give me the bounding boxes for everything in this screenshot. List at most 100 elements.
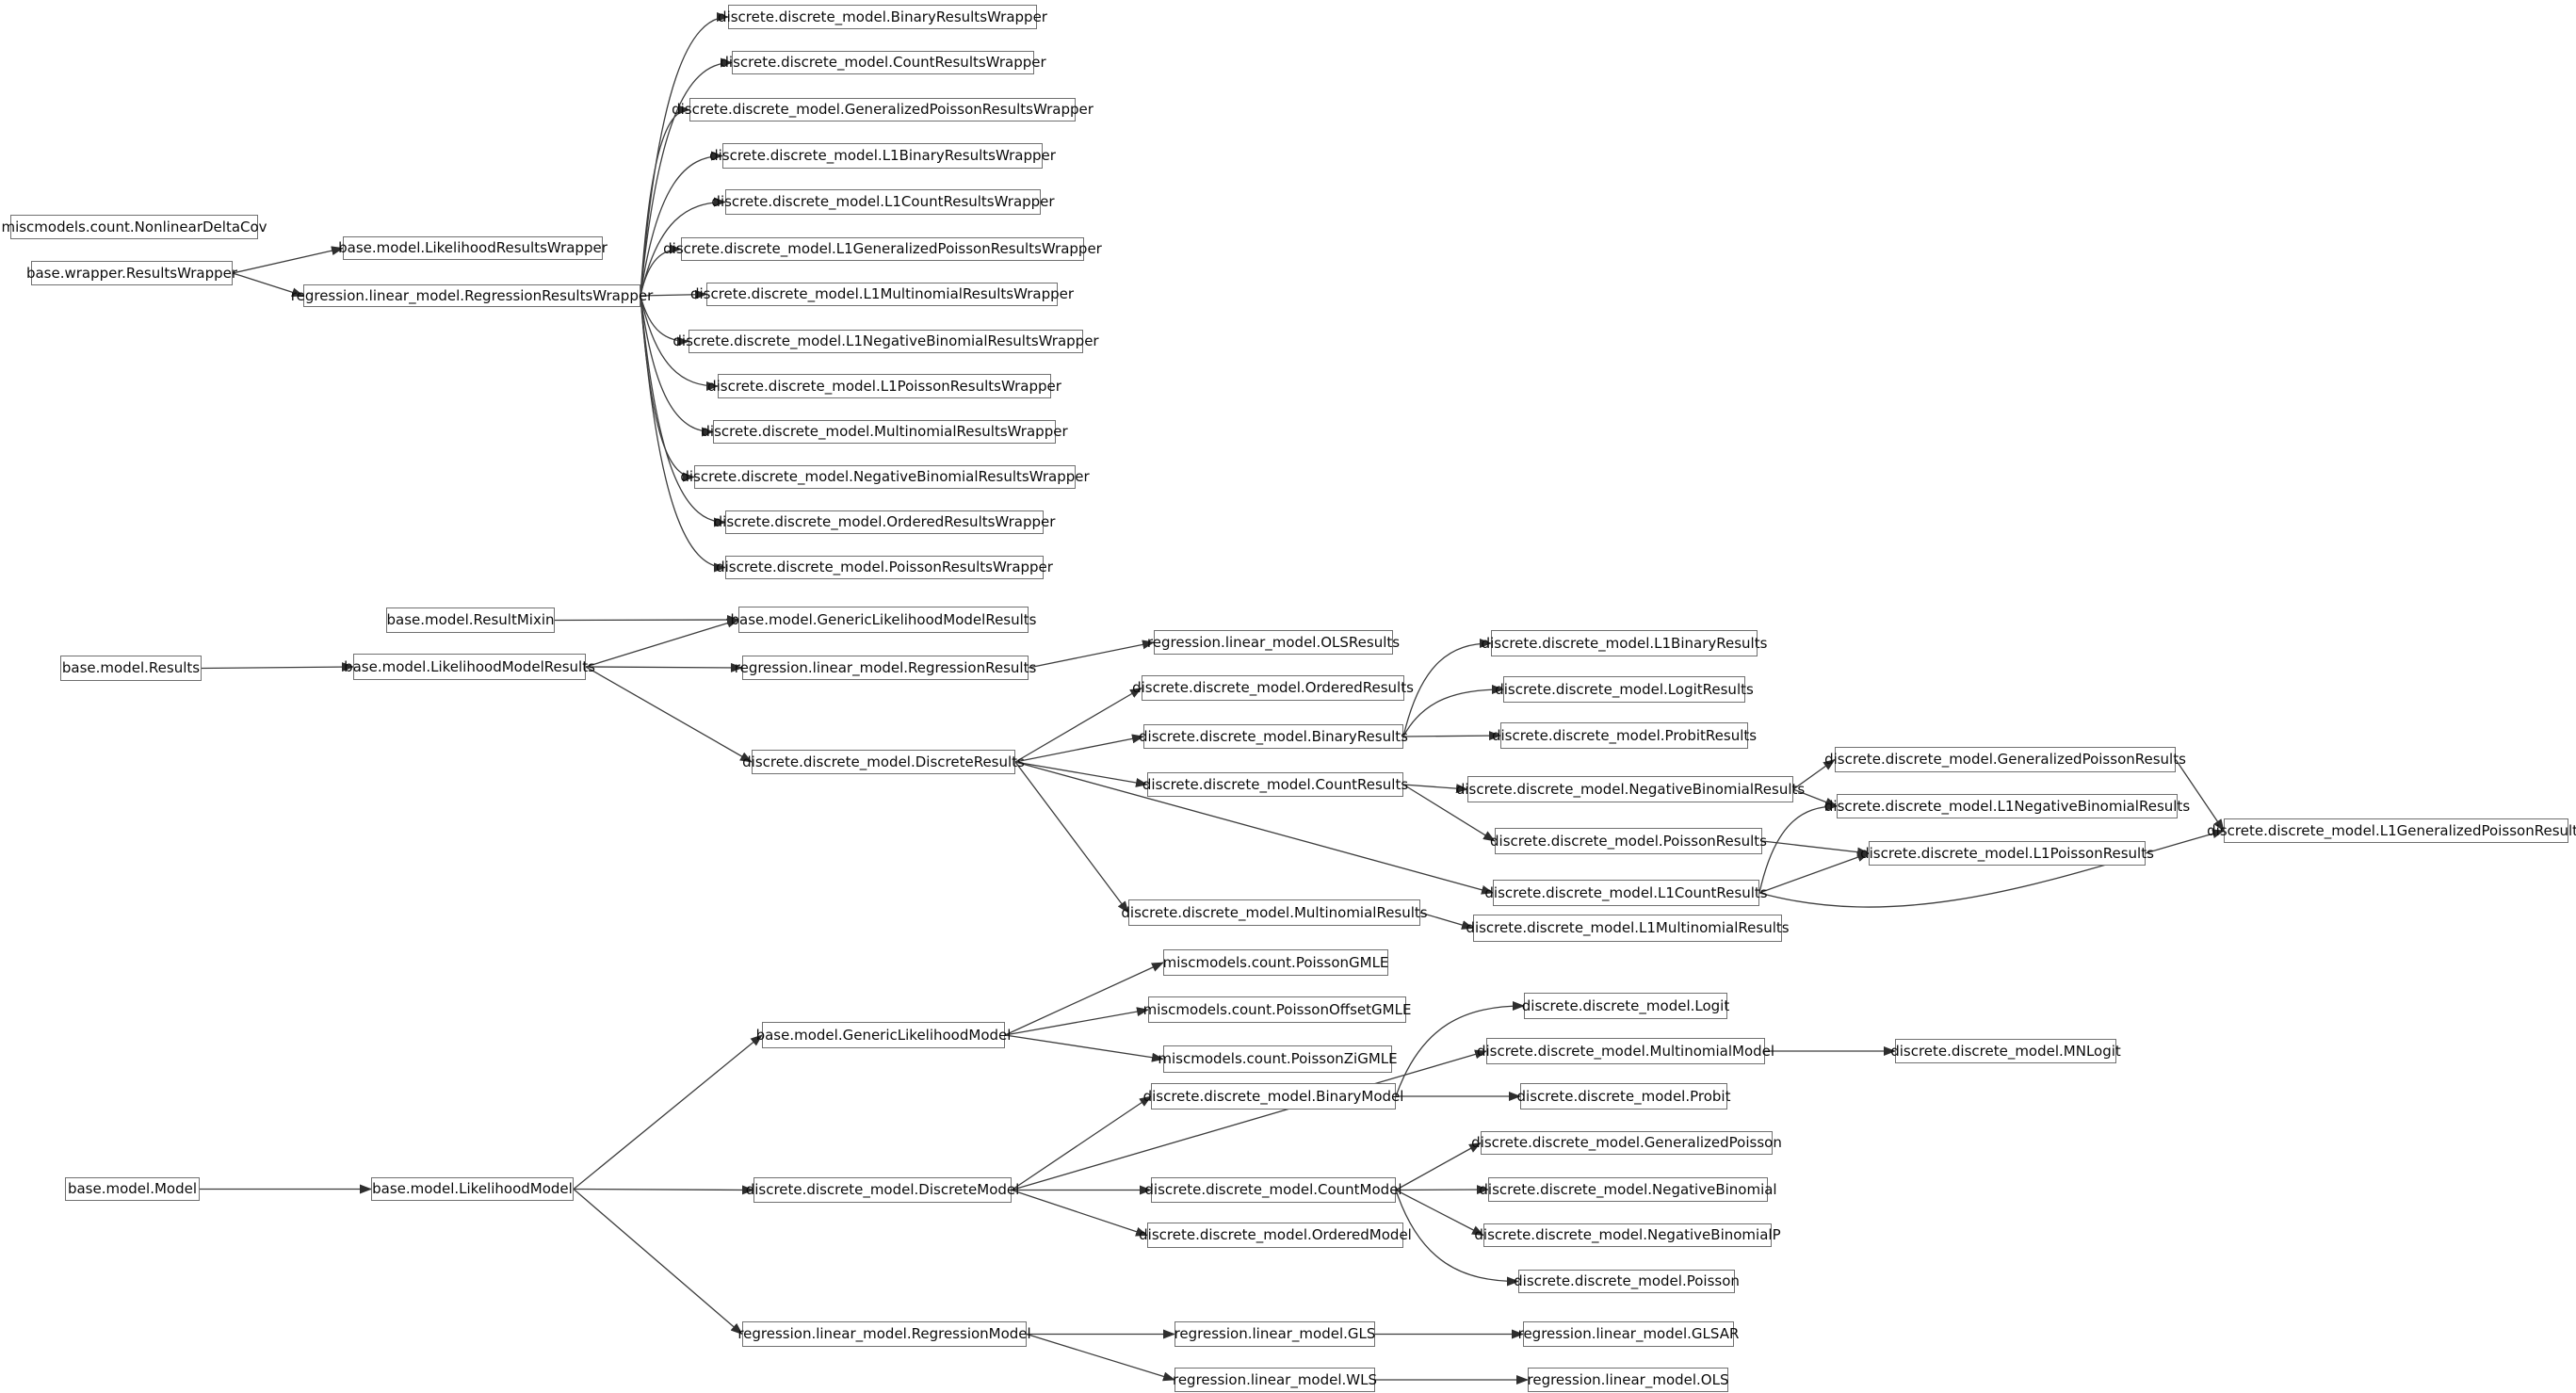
node-poisson-zigmle[interactable]: miscmodels.count.PoissonZiGMLE — [1158, 1045, 1398, 1073]
node-w-l1multinomial[interactable]: discrete.discrete_model.L1MultinomialRes… — [690, 283, 1074, 306]
node-multinomial-model[interactable]: discrete.discrete_model.MultinomialModel — [1477, 1038, 1774, 1064]
node-poisson[interactable]: discrete.discrete_model.Poisson — [1514, 1270, 1740, 1293]
edge-result-mixin-to-generic-likelihood-model-results — [554, 615, 739, 625]
edge-regression-results-to-ols-results — [1028, 640, 1155, 669]
node-poisson-offset-gmle[interactable]: miscmodels.count.PoissonOffsetGMLE — [1143, 996, 1411, 1023]
edge-regression-results-wrapper-to-w-binary — [640, 12, 729, 297]
edge-binary-results-to-probit-results — [1402, 731, 1501, 741]
node-l1poisson-results[interactable]: discrete.discrete_model.L1PoissonResults — [1860, 841, 2154, 866]
node-negativebinomial[interactable]: discrete.discrete_model.NegativeBinomial — [1479, 1177, 1777, 1202]
edge-regression-results-wrapper-to-w-generalized-poisson — [640, 105, 690, 297]
node-regression-model[interactable]: regression.linear_model.RegressionModel — [737, 1321, 1031, 1347]
edge-regression-results-wrapper-to-w-l1generalized-poisson — [640, 244, 682, 297]
edge-binary-model-to-logit — [1395, 1001, 1525, 1097]
edge-multinomial-results-to-l1multinomial-results — [1419, 912, 1474, 930]
node-binary-results[interactable]: discrete.discrete_model.BinaryResults — [1139, 724, 1408, 749]
node-generalized-poisson[interactable]: discrete.discrete_model.GeneralizedPoiss… — [1471, 1131, 1782, 1155]
node-probit-results[interactable]: discrete.discrete_model.ProbitResults — [1492, 722, 1757, 749]
edge-generic-likelihood-model-to-poisson-offset-gmle — [1004, 1007, 1149, 1036]
edge-discrete-results-to-count-results — [1014, 761, 1148, 787]
node-count-results[interactable]: discrete.discrete_model.CountResults — [1142, 772, 1408, 797]
edge-regression-results-wrapper-to-w-ordered — [640, 295, 726, 527]
node-w-generalized-poisson[interactable]: discrete.discrete_model.GeneralizedPoiss… — [672, 98, 1094, 121]
node-l1negativebinomial-results[interactable]: discrete.discrete_model.L1NegativeBinomi… — [1824, 794, 2190, 818]
node-regression-results[interactable]: regression.linear_model.RegressionResult… — [735, 656, 1036, 680]
edge-count-model-to-negativebinomialp — [1395, 1189, 1484, 1237]
node-l1generalized-poisson-results[interactable]: discrete.discrete_model.L1GeneralizedPoi… — [2207, 818, 2576, 843]
node-model[interactable]: base.model.Model — [65, 1177, 200, 1201]
node-w-poisson[interactable]: discrete.discrete_model.PoissonResultsWr… — [716, 556, 1053, 579]
node-logit[interactable]: discrete.discrete_model.Logit — [1522, 993, 1729, 1019]
edge-generic-likelihood-model-to-poisson-gmle — [1004, 962, 1164, 1036]
node-w-binary[interactable]: discrete.discrete_model.BinaryResultsWra… — [718, 5, 1047, 29]
node-gls[interactable]: regression.linear_model.GLS — [1175, 1321, 1375, 1347]
edge-binary-results-to-logit-results — [1402, 685, 1504, 737]
node-likelihood-results-wrapper[interactable]: base.model.LikelihoodResultsWrapper — [338, 236, 608, 260]
node-w-l1negativebinomial[interactable]: discrete.discrete_model.L1NegativeBinomi… — [672, 330, 1099, 353]
node-wls[interactable]: regression.linear_model.WLS — [1173, 1368, 1377, 1392]
node-regression-results-wrapper[interactable]: regression.linear_model.RegressionResult… — [291, 284, 653, 307]
edge-count-results-to-negativebinomial-results — [1402, 784, 1468, 794]
node-multinomial-results[interactable]: discrete.discrete_model.MultinomialResul… — [1121, 899, 1428, 926]
edge-regression-results-wrapper-to-w-count — [640, 57, 733, 297]
edge-regression-results-wrapper-to-w-l1poisson — [640, 295, 719, 391]
node-discrete-model[interactable]: discrete.discrete_model.DiscreteModel — [746, 1177, 1019, 1203]
node-poisson-results[interactable]: discrete.discrete_model.PoissonResults — [1490, 828, 1767, 854]
node-ols[interactable]: regression.linear_model.OLS — [1528, 1368, 1729, 1392]
edge-likelihood-model-to-discrete-model — [573, 1185, 754, 1195]
node-mnlogit[interactable]: discrete.discrete_model.MNLogit — [1890, 1039, 2121, 1063]
node-w-l1generalized-poisson[interactable]: discrete.discrete_model.L1GeneralizedPoi… — [663, 237, 1102, 261]
edge-regression-results-wrapper-to-w-l1negativebinomial — [640, 295, 689, 347]
node-l1count-results[interactable]: discrete.discrete_model.L1CountResults — [1484, 880, 1768, 906]
edge-likelihood-model-results-to-regression-results — [585, 662, 743, 672]
edge-poisson-results-to-l1poisson-results — [1761, 840, 1870, 857]
edge-regression-results-wrapper-to-w-negativebinomial — [640, 295, 695, 482]
edge-discrete-results-to-multinomial-results — [1014, 761, 1129, 914]
node-glsar[interactable]: regression.linear_model.GLSAR — [1518, 1321, 1739, 1347]
node-generic-likelihood-model-results[interactable]: base.model.GenericLikelihoodModelResults — [731, 607, 1037, 633]
node-ordered-model[interactable]: discrete.discrete_model.OrderedModel — [1139, 1223, 1412, 1248]
edge-generic-likelihood-model-to-poisson-zigmle — [1004, 1034, 1164, 1062]
node-nonlinear-delta-cov[interactable]: miscmodels.count.NonlinearDeltaCov — [1, 215, 267, 239]
node-likelihood-model[interactable]: base.model.LikelihoodModel — [371, 1177, 574, 1201]
edge-discrete-results-to-binary-results — [1014, 734, 1144, 763]
node-w-count[interactable]: discrete.discrete_model.CountResultsWrap… — [720, 51, 1046, 74]
edge-discrete-results-to-l1count-results — [1014, 761, 1494, 895]
edge-regression-results-wrapper-to-w-l1count — [640, 197, 726, 297]
edge-generalized-poisson-results-to-l1generalized-poisson-results — [2175, 759, 2225, 832]
node-negativebinomialp[interactable]: discrete.discrete_model.NegativeBinomial… — [1474, 1223, 1781, 1247]
node-w-ordered[interactable]: discrete.discrete_model.OrderedResultsWr… — [714, 510, 1055, 534]
node-negativebinomial-results[interactable]: discrete.discrete_model.NegativeBinomial… — [1456, 776, 1805, 802]
edge-l1count-results-to-l1negativebinomial-results — [1758, 802, 1838, 894]
node-generic-likelihood-model[interactable]: base.model.GenericLikelihoodModel — [756, 1022, 1011, 1048]
edge-discrete-model-to-binary-model — [1011, 1095, 1152, 1191]
edge-likelihood-model-to-regression-model — [573, 1189, 743, 1336]
node-likelihood-model-results[interactable]: base.model.LikelihoodModelResults — [344, 654, 595, 680]
node-result-mixin[interactable]: base.model.ResultMixin — [386, 607, 555, 633]
node-discrete-results[interactable]: discrete.discrete_model.DiscreteResults — [742, 750, 1025, 774]
edge-l1count-results-to-l1poisson-results — [1758, 852, 1870, 894]
node-binary-model[interactable]: discrete.discrete_model.BinaryModel — [1143, 1083, 1403, 1110]
node-count-model[interactable]: discrete.discrete_model.CountModel — [1144, 1177, 1402, 1203]
node-l1multinomial-results[interactable]: discrete.discrete_model.L1MultinomialRes… — [1466, 915, 1790, 942]
node-probit[interactable]: discrete.discrete_model.Probit — [1517, 1083, 1730, 1110]
node-logit-results[interactable]: discrete.discrete_model.LogitResults — [1495, 676, 1754, 703]
edge-count-model-to-poisson — [1395, 1190, 1519, 1287]
edge-results-to-likelihood-model-results — [201, 662, 354, 672]
node-poisson-gmle[interactable]: miscmodels.count.PoissonGMLE — [1163, 949, 1388, 976]
node-ols-results[interactable]: regression.linear_model.OLSResults — [1147, 630, 1400, 655]
node-generalized-poisson-results[interactable]: discrete.discrete_model.GeneralizedPoiss… — [1824, 747, 2186, 772]
node-results-wrapper[interactable]: base.wrapper.ResultsWrapper — [26, 261, 237, 285]
edge-negativebinomial-results-to-generalized-poisson-results — [1792, 758, 1836, 790]
node-w-multinomial[interactable]: discrete.discrete_model.MultinomialResul… — [701, 420, 1068, 444]
node-w-negativebinomial[interactable]: discrete.discrete_model.NegativeBinomial… — [680, 465, 1090, 489]
node-l1binary-results[interactable]: discrete.discrete_model.L1BinaryResults — [1482, 630, 1767, 656]
node-results[interactable]: base.model.Results — [60, 656, 202, 681]
node-w-l1count[interactable]: discrete.discrete_model.L1CountResultsWr… — [711, 189, 1055, 215]
node-w-l1poisson[interactable]: discrete.discrete_model.L1PoissonResults… — [707, 374, 1061, 398]
node-w-l1binary[interactable]: discrete.discrete_model.L1BinaryResultsW… — [709, 143, 1056, 169]
edge-likelihood-model-results-to-discrete-results — [585, 666, 753, 763]
edge-regression-results-wrapper-to-w-poisson — [640, 295, 726, 573]
node-ordered-results[interactable]: discrete.discrete_model.OrderedResults — [1132, 675, 1414, 701]
